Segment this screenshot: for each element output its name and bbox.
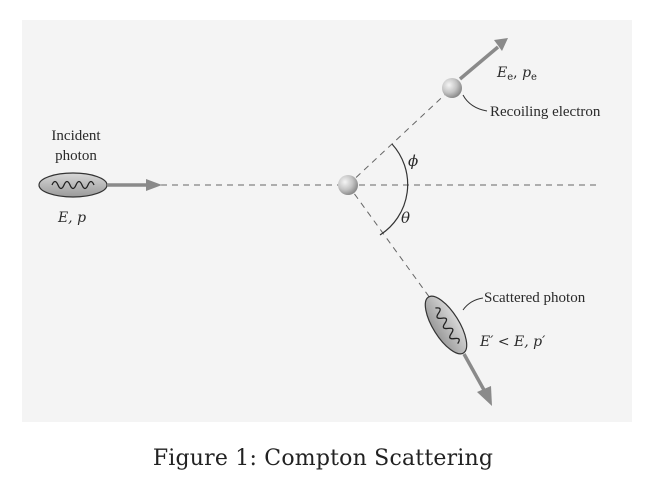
incident-photon-ellipse [38,172,108,198]
scattered-arrow-icon [477,386,492,406]
target-electron-sphere [338,175,358,195]
scattered-relation-label: E′ < E, p′ [479,334,546,350]
electron-arrow-shaft [458,45,500,81]
electron-energy-momentum-label: Ee, pe [496,65,537,83]
scattered-arrow-shaft [462,353,486,391]
electron-energy-symbol: E [496,65,507,81]
incident-wave-icon [51,180,95,190]
diagram-panel [22,20,632,422]
incident-label-line1: Incident [51,128,101,144]
electron-arrow-icon [494,38,508,51]
incident-label-line2: photon [55,148,97,164]
scattered-wave-icon [435,307,460,345]
scattered-photon-group [424,295,468,355]
scattered-photon-path-line [347,184,431,299]
theta-label: θ [401,209,410,227]
angle-arc [379,143,409,236]
electron-energy-subscript: e [507,72,513,83]
scattered-leader-line [462,297,484,311]
recoil-electron-sphere [442,78,462,98]
electron-momentum-subscript: e [531,72,537,83]
incident-energy-label: E, p [57,210,86,226]
recoil-label: Recoiling electron [490,104,601,120]
phi-label: ϕ [408,152,418,170]
figure-caption: Figure 1: Compton Scattering [152,446,494,471]
electron-path-line [347,87,453,186]
electron-momentum-symbol: p [522,65,531,81]
scattered-photon-ellipse [424,295,468,355]
incident-arrow-icon [146,179,162,191]
scattered-label: Scattered photon [484,290,586,306]
recoil-leader-line [462,94,488,112]
